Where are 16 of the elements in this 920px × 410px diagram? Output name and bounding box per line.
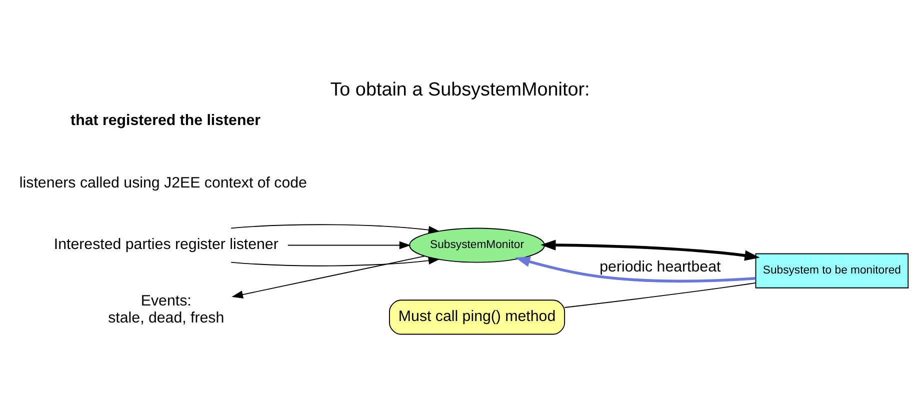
node-text: Interested parties register listener	[54, 235, 278, 252]
arrow	[540, 239, 760, 260]
node-ellipse: SubsystemMonitor	[409, 227, 545, 262]
label: that registered the listener	[70, 111, 261, 128]
label: listeners called using J2EE context of code	[19, 174, 307, 191]
connector	[564, 282, 756, 308]
node-box: Subsystem to be monitored	[755, 252, 909, 288]
node-text: Events: stale, dead, fresh	[108, 292, 224, 326]
node-box: Must call ping() method	[389, 299, 566, 334]
arrow	[230, 224, 440, 234]
arrow	[514, 256, 756, 282]
arrow	[230, 256, 440, 266]
arrow	[287, 240, 411, 249]
diagram-title: To obtain a SubsystemMonitor:	[330, 79, 590, 100]
arrow	[232, 255, 426, 298]
edge-label: periodic heartbeat	[600, 258, 721, 276]
